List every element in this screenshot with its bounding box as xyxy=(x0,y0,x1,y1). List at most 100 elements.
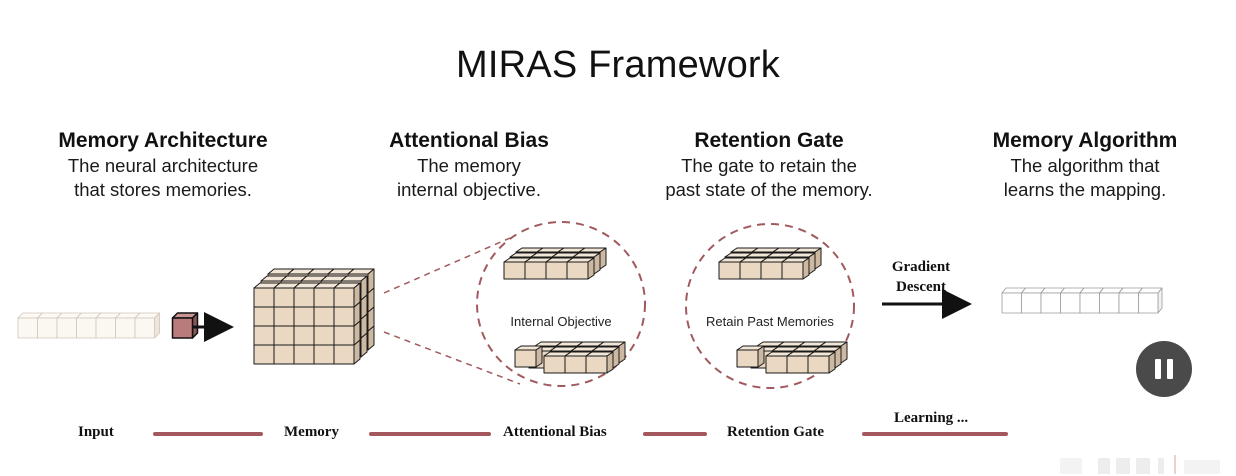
cube-face xyxy=(1040,292,1061,314)
cube-side xyxy=(367,268,375,294)
cube-face xyxy=(313,325,335,346)
cube xyxy=(171,312,199,339)
cube xyxy=(566,257,595,280)
timeline-stage-memory[interactable]: Memory xyxy=(284,424,339,440)
column-description-line2: that stores memories. xyxy=(74,179,252,200)
timeline-stage-input[interactable]: Input xyxy=(78,424,114,440)
cube-face xyxy=(1021,292,1042,314)
cube-face xyxy=(313,344,335,365)
column-description-line1: The neural architecture xyxy=(67,155,259,176)
column-description-line1: The gate to retain the xyxy=(681,155,857,176)
cube-face xyxy=(545,261,568,280)
column-description-line2: internal objective. xyxy=(397,179,541,200)
cube-face xyxy=(293,306,315,327)
cube-face xyxy=(293,344,315,365)
timeline-progress-bar xyxy=(862,432,1008,436)
timeline-connector xyxy=(153,432,263,436)
cube-face xyxy=(585,355,608,374)
zoom-connector-top xyxy=(383,237,511,294)
cube-face xyxy=(333,306,355,327)
timeline-stage-attentional-bias[interactable]: Attentional Bias xyxy=(503,424,607,440)
gradient-label-line1: Gradient xyxy=(891,259,951,275)
pause-button[interactable] xyxy=(1136,341,1192,397)
cube-face xyxy=(786,355,809,374)
column-heading: Memory Architecture xyxy=(58,129,268,152)
cube-face xyxy=(524,261,547,280)
gate-slab-bottom xyxy=(736,341,848,374)
gate-slab-top xyxy=(718,247,822,280)
cube-side xyxy=(587,257,595,280)
cube xyxy=(807,351,836,374)
cube xyxy=(333,282,361,308)
cube-face xyxy=(760,261,783,280)
column-description-line1: The algorithm that xyxy=(1010,155,1160,176)
column-memory-architecture: Memory Architecture The neural architect… xyxy=(32,128,294,202)
cube-face xyxy=(1118,292,1139,314)
diagram-title: MIRAS Framework xyxy=(456,44,780,86)
cube-side xyxy=(802,257,810,280)
cube xyxy=(781,257,810,280)
cube-face xyxy=(736,349,759,368)
cube-face xyxy=(807,355,830,374)
bias-slab-bottom xyxy=(514,341,626,374)
cube xyxy=(1138,287,1163,314)
bias-slab-top xyxy=(503,247,607,280)
gradient-label-line2: Descent xyxy=(896,279,946,295)
internal-objective-label: Internal Objective xyxy=(510,314,611,329)
pause-icon-bar xyxy=(1167,359,1173,379)
cube-side xyxy=(1157,287,1163,314)
cube-face xyxy=(333,287,355,308)
cube-side xyxy=(834,346,842,369)
cube-side xyxy=(593,252,601,275)
cube-side xyxy=(360,275,368,301)
input-token-sequence xyxy=(17,312,199,339)
cube-side xyxy=(599,247,607,270)
cube-face xyxy=(718,261,741,280)
cube-face xyxy=(1138,292,1159,314)
cube-face xyxy=(56,317,77,339)
cube-face xyxy=(76,317,97,339)
cube-side xyxy=(840,341,848,364)
column-description-line2: past state of the memory. xyxy=(665,179,873,200)
cube-side xyxy=(612,346,620,369)
memory-cube-block xyxy=(253,268,375,365)
timeline-connector xyxy=(369,432,491,436)
cube-face xyxy=(95,317,116,339)
cube-face xyxy=(17,317,38,339)
cube-face xyxy=(514,349,537,368)
cube-face xyxy=(253,325,275,346)
cube xyxy=(514,345,543,368)
cube-face xyxy=(1079,292,1100,314)
column-attentional-bias: Attentional Bias The memory internal obj… xyxy=(356,128,582,202)
cube-side xyxy=(757,345,765,368)
cube-side xyxy=(535,345,543,368)
timeline-stage-retention-gate[interactable]: Retention Gate xyxy=(727,424,825,440)
retain-past-memories-label: Retain Past Memories xyxy=(706,314,834,329)
cube-face xyxy=(564,355,587,374)
cube-face xyxy=(1060,292,1081,314)
cube-face xyxy=(1001,292,1022,314)
column-description-line1: The memory xyxy=(417,155,521,176)
cube-face xyxy=(739,261,762,280)
cube-face xyxy=(253,287,275,308)
cube-face xyxy=(1099,292,1120,314)
cube-face xyxy=(313,287,335,308)
cube-face xyxy=(253,306,275,327)
cube-face xyxy=(134,317,155,339)
cube-face xyxy=(313,306,335,327)
cube xyxy=(134,312,160,339)
cube-side xyxy=(353,282,361,308)
zoom-connector-bottom xyxy=(383,331,521,385)
watermark-logo xyxy=(1060,455,1220,474)
cube-side xyxy=(154,312,160,339)
timeline-connector xyxy=(643,432,707,436)
cube-face xyxy=(273,325,295,346)
cube xyxy=(585,351,614,374)
column-heading: Retention Gate xyxy=(694,129,844,152)
cube-face xyxy=(273,287,295,308)
column-description-line2: learns the mapping. xyxy=(1003,179,1167,200)
gradient-descent-label: Gradient Descent xyxy=(878,257,964,297)
cube-face xyxy=(503,261,526,280)
cube xyxy=(56,312,82,339)
